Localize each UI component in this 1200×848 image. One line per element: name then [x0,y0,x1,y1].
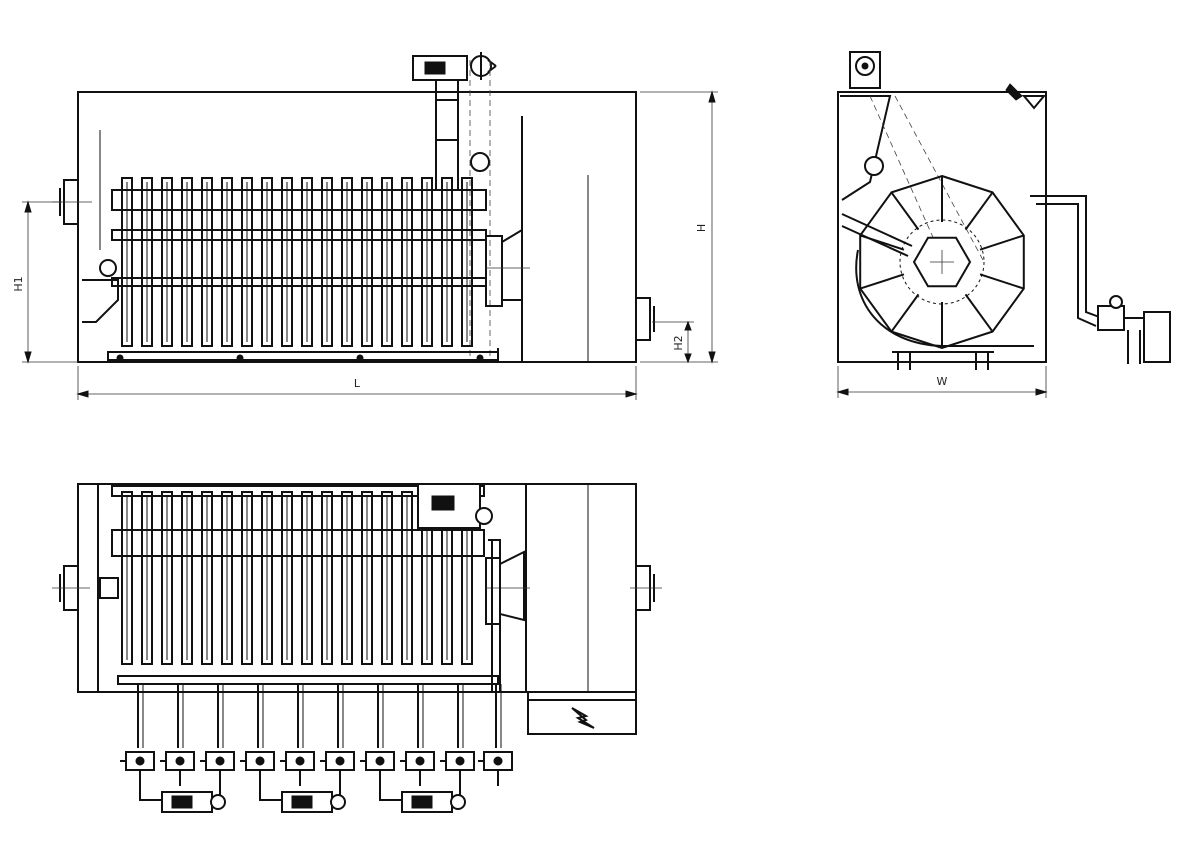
dimension-h-label: H [695,224,708,232]
top-disc-rack [111,485,485,665]
side-legs [892,351,994,370]
top-inlet-flange [52,565,90,611]
front-disc [261,177,273,347]
front-disc [441,177,453,347]
top-disc [241,491,253,665]
drum-spoke [979,273,1025,290]
top-riser-pipe [488,539,501,692]
top-drive-block [417,483,493,529]
side-outlet-pipe [1030,195,1171,364]
front-disc [301,177,313,347]
front-disc [221,177,233,347]
front-disc [461,177,473,347]
front-tank-outline [77,91,637,363]
electrical-box [527,691,637,735]
drum-spoke [890,191,920,231]
top-disc [321,491,333,665]
front-disc [241,177,253,347]
front-bearing [99,259,117,277]
front-disc [381,177,393,347]
front-outlet-flange [635,297,655,341]
top-disc [261,491,273,665]
front-disc [281,177,293,347]
top-disc [381,491,393,665]
side-drive-arm [840,95,892,201]
side-drive-motor [849,51,881,89]
top-disc [301,491,313,665]
front-disc [141,177,153,347]
top-disc [341,491,353,665]
dimension-l: L [76,366,638,400]
dimension-h1-label: H1 [12,276,25,291]
front-disc [181,177,193,347]
front-disc [341,177,353,347]
dimension-h1: H1 [12,200,78,364]
front-disc [361,177,373,347]
top-disc [281,491,293,665]
top-disc [161,491,173,665]
side-tank-outline [837,91,1047,363]
top-outlet-flange [630,565,662,611]
side-sprocket [864,156,884,176]
side-view: W [836,51,1171,398]
drum-spoke [979,234,1025,251]
top-disc [141,491,153,665]
top-disc [201,491,213,665]
drum-spoke [859,273,905,290]
front-disc [321,177,333,347]
front-drive-column [435,80,459,190]
drum-spoke [890,293,920,333]
top-bearing [99,577,119,599]
front-drive-motor [412,52,497,81]
front-disc [121,177,133,347]
front-disc [201,177,213,347]
dimension-w: W [836,366,1048,398]
electrical-hazard-icon [571,707,595,729]
front-view: L H H1 H2 [12,52,718,400]
side-vent [1005,83,1023,101]
top-disc [121,491,133,665]
valve-assembly [120,684,513,786]
dimension-h2-label: H2 [672,335,685,350]
drum-spoke [964,191,994,231]
side-drum [859,174,1025,350]
top-disc [181,491,193,665]
dimension-h2: H2 [652,320,694,364]
front-hopper [82,279,119,323]
top-view [52,483,662,813]
side-trough [855,249,1034,347]
front-disc [401,177,413,347]
top-disc [401,491,413,665]
front-disc [161,177,173,347]
top-disc [361,491,373,665]
drum-spoke [859,234,905,251]
dimension-l-label: L [354,377,361,390]
pump-assembly [139,786,466,813]
front-disc-rack [111,177,487,347]
top-manifold [117,675,499,685]
dimension-h: H [640,90,718,364]
top-disc [221,491,233,665]
front-bottom-pipe [107,348,499,362]
front-shaft-hub [485,228,530,307]
front-disc [421,177,433,347]
drum-spoke [964,293,994,333]
front-sprocket [470,152,490,172]
dimension-w-label: W [937,375,948,388]
